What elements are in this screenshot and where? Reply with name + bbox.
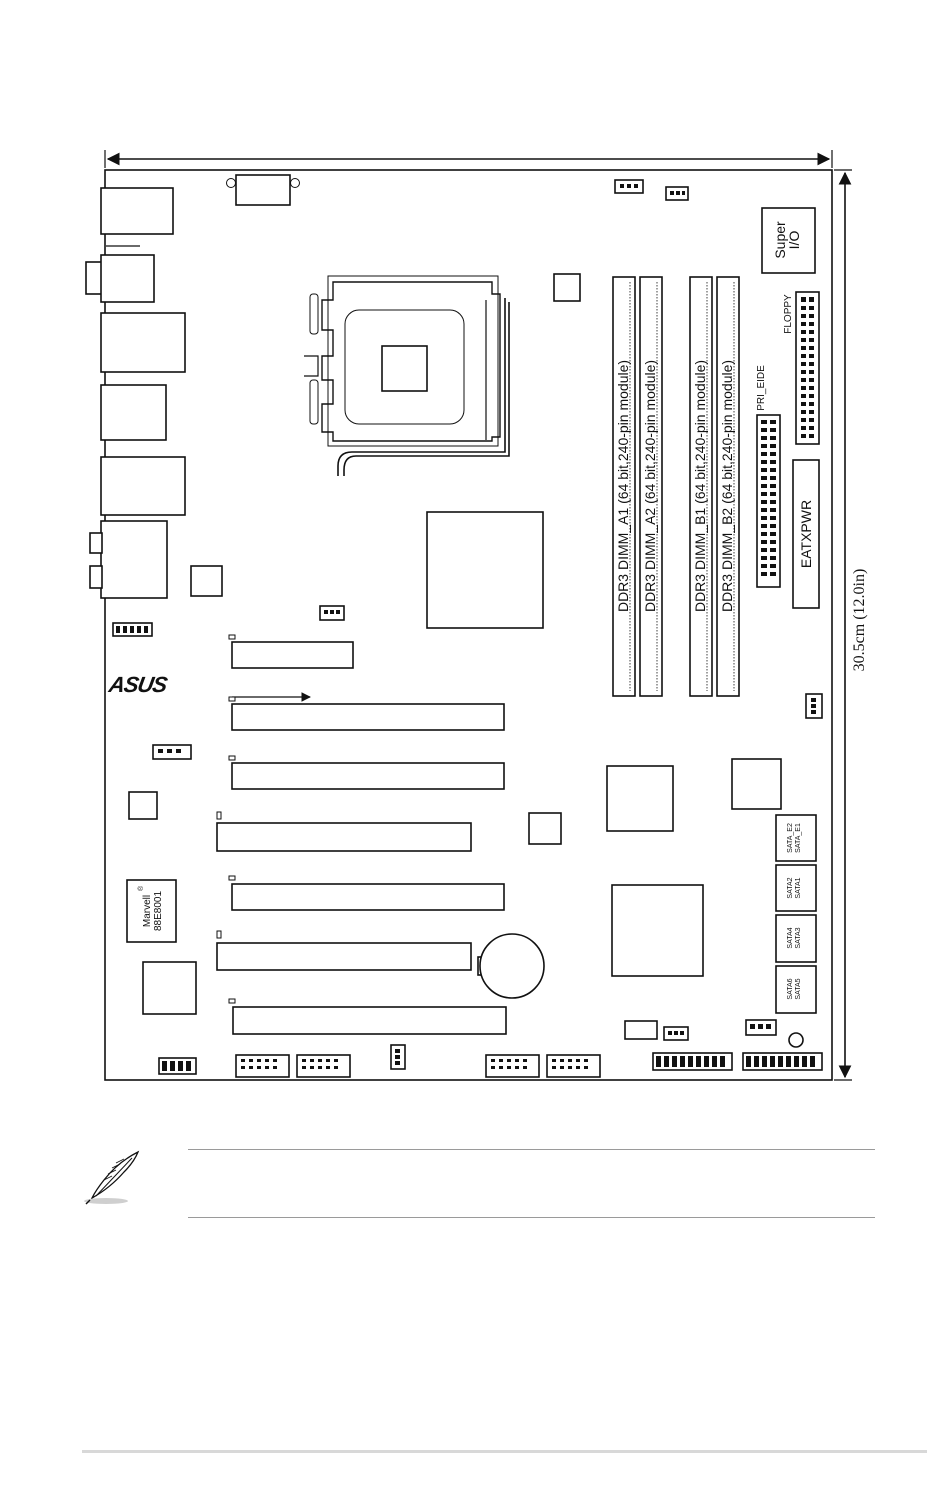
audio-codec-chip: [191, 566, 222, 596]
speaker-buzzer: [789, 1033, 803, 1047]
height-dimension-label: 30.5cm (12.0in): [851, 569, 868, 672]
fan-connector-bottom: [664, 1027, 688, 1040]
feather-pen-icon: [84, 1152, 138, 1204]
sata3-label: SATA3: [795, 927, 802, 948]
note-top-rule: [188, 1149, 875, 1150]
pci-slot-1: [217, 823, 471, 851]
pci-slot-2: [217, 943, 471, 970]
pcie-x1-slot-2: [232, 884, 504, 910]
firewire-chip: [143, 962, 196, 1014]
dimm-b2-label: DDR3 DIMM_B2 (64 bit,240-pin module): [719, 360, 735, 612]
northbridge-chip: [427, 512, 543, 628]
controller-chip-middle: [529, 813, 561, 844]
cpu-die: [382, 346, 427, 391]
eatxpwr-label: EATXPWR: [798, 500, 814, 568]
southbridge-chip: [607, 766, 673, 831]
ich-chip: [612, 885, 703, 976]
sata-e2-label: SATA_E2: [787, 823, 794, 853]
controller-chip-small: [129, 792, 157, 819]
width-dimension-arrow: [105, 150, 832, 168]
sata1-label: SATA1: [795, 877, 802, 898]
sata-controller-chip: [732, 759, 781, 809]
coaxial-port: [101, 255, 154, 302]
sata4-label: SATA4: [787, 927, 794, 948]
dimm-b1-label: DDR3 DIMM_B1 (64 bit,240-pin module): [692, 360, 708, 612]
cpu-socket: [304, 276, 509, 476]
sata2-label: SATA2: [787, 877, 794, 898]
pwr-fan-connector: [666, 187, 688, 200]
pri-eide-label: PRI_EIDE: [756, 365, 767, 411]
usb-port-pair: [101, 385, 166, 440]
note-bottom-rule: [188, 1217, 875, 1218]
super-io-label-2: I/O: [786, 231, 802, 250]
audio-jacks: [101, 521, 167, 598]
floppy-label: FLOPPY: [783, 294, 794, 334]
usb-lan-port-1: [101, 313, 185, 372]
chassis-fan-connector: [320, 606, 344, 620]
height-dimension-arrow: [834, 170, 852, 1080]
pcie-x16-slot-1: [232, 704, 504, 730]
pcie-x16-slot-2: [232, 763, 504, 789]
marvell-registered-mark: ®: [137, 885, 145, 891]
sata-e1-label: SATA_E1: [795, 823, 802, 853]
com-header: [227, 175, 300, 205]
dimm-a1-label: DDR3 DIMM_A1 (64 bit,240-pin module): [615, 360, 631, 612]
sata5-label: SATA5: [795, 978, 802, 999]
cpu-fan-connector: [615, 180, 643, 193]
marvell-label: Marvell: [142, 895, 153, 927]
dimm-a2-label: DDR3 DIMM_A2 (64 bit,240-pin module): [642, 360, 658, 612]
jumper-block: [625, 1021, 657, 1039]
clock-chip: [554, 274, 580, 301]
pcie-x1-slot-1: [232, 642, 353, 668]
pri-eide-connector: [757, 415, 780, 587]
usb-lan-port-2: [101, 457, 185, 515]
floppy-connector: [796, 292, 819, 444]
pcie-x1-slot-3: [233, 1007, 506, 1034]
marvell-model-label: 88E8001: [153, 891, 164, 931]
svg-text:ASUS: ASUS: [106, 672, 170, 697]
sata6-label: SATA6: [787, 978, 794, 999]
footer-rule: [82, 1450, 927, 1453]
chassis-fan-connector-2: [153, 745, 191, 759]
ps2-port: [101, 188, 173, 234]
clrtc-jumper: [746, 1020, 776, 1035]
opt-fan-connector: [806, 694, 822, 718]
